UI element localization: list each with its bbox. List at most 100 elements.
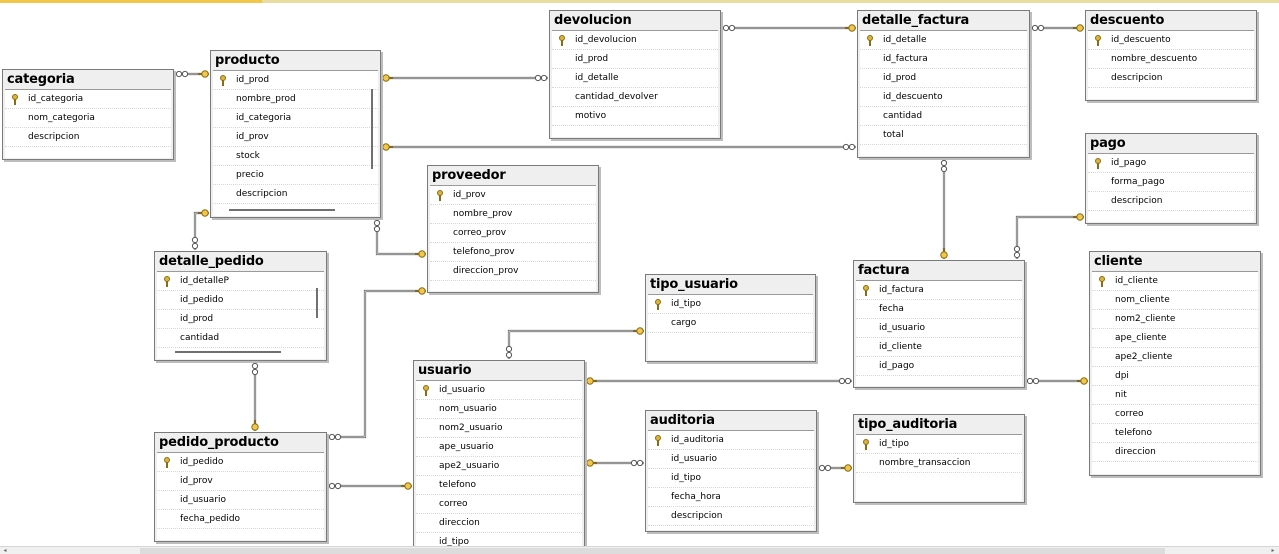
- column-row[interactable]: cantidad_devolver: [552, 88, 718, 107]
- column-row[interactable]: id_descuento: [860, 88, 1027, 107]
- column-row[interactable]: id_prod: [157, 310, 324, 329]
- column-row[interactable]: id_factura: [856, 281, 1022, 300]
- column-row[interactable]: descripcion: [1088, 69, 1254, 88]
- column-name: descripcion: [1111, 73, 1163, 83]
- column-row[interactable]: nom2_cliente: [1092, 310, 1258, 329]
- column-row[interactable]: nombre_transaccion: [856, 454, 1022, 473]
- column-row[interactable]: ape2_usuario: [416, 457, 582, 476]
- column-row[interactable]: id_tipo: [856, 435, 1022, 454]
- column-row[interactable]: ape_cliente: [1092, 329, 1258, 348]
- vertical-scroll-indicator[interactable]: [371, 89, 373, 169]
- column-row[interactable]: direccion_prov: [430, 262, 596, 281]
- column-row[interactable]: descripcion: [5, 128, 171, 147]
- column-row[interactable]: id_tipo: [648, 295, 813, 314]
- column-row[interactable]: nom_usuario: [416, 400, 582, 419]
- column-name: nom_cliente: [1115, 295, 1170, 305]
- column-row[interactable]: direccion: [416, 514, 582, 533]
- column-row[interactable]: total: [860, 126, 1027, 145]
- column-row[interactable]: id_prov: [430, 186, 596, 205]
- scroll-left-icon[interactable]: ◂: [3, 547, 7, 554]
- column-row[interactable]: descripcion: [1088, 192, 1254, 211]
- column-row[interactable]: fecha: [856, 300, 1022, 319]
- column-row[interactable]: cantidad: [860, 107, 1027, 126]
- column-row[interactable]: id_usuario: [648, 450, 814, 469]
- column-row[interactable]: correo: [1092, 405, 1258, 424]
- column-row[interactable]: motivo: [552, 107, 718, 126]
- column-row[interactable]: id_categoria: [5, 90, 171, 109]
- column-row[interactable]: dpi: [1092, 367, 1258, 386]
- column-row[interactable]: id_pedido: [157, 453, 324, 472]
- column-row[interactable]: nom_categoria: [5, 109, 171, 128]
- column-row[interactable]: id_cliente: [856, 338, 1022, 357]
- scroll-thumb[interactable]: [140, 548, 1165, 554]
- column-row[interactable]: id_usuario: [157, 491, 324, 510]
- column-row[interactable]: nombre_prov: [430, 205, 596, 224]
- column-row[interactable]: direccion: [1092, 443, 1258, 462]
- column-row[interactable]: cantidad: [157, 329, 324, 348]
- column-row[interactable]: nombre_descuento: [1088, 50, 1254, 69]
- column-row[interactable]: descripcion: [213, 185, 378, 204]
- column-row[interactable]: forma_pago: [1088, 173, 1254, 192]
- horizontal-scroll-indicator[interactable]: [175, 351, 281, 353]
- column-row[interactable]: descripcion: [648, 507, 814, 526]
- column-row[interactable]: id_prov: [213, 128, 378, 147]
- column-row[interactable]: id_factura: [860, 50, 1027, 69]
- column-row[interactable]: stock: [213, 147, 378, 166]
- column-row[interactable]: cargo: [648, 314, 813, 333]
- column-row[interactable]: id_detalle: [552, 69, 718, 88]
- column-row[interactable]: ape2_cliente: [1092, 348, 1258, 367]
- column-row[interactable]: fecha_pedido: [157, 510, 324, 529]
- column-row[interactable]: id_prod: [552, 50, 718, 69]
- column-row[interactable]: id_pago: [1088, 154, 1254, 173]
- column-row[interactable]: id_pedido: [157, 291, 324, 310]
- column-row[interactable]: id_pago: [856, 357, 1022, 376]
- horizontal-scrollbar[interactable]: ◂ ▸: [0, 546, 1279, 554]
- column-row[interactable]: id_usuario: [416, 381, 582, 400]
- column-row[interactable]: nit: [1092, 386, 1258, 405]
- column-row[interactable]: id_detalleP: [157, 272, 324, 291]
- column-row[interactable]: precio: [213, 166, 378, 185]
- column-row[interactable]: correo: [416, 495, 582, 514]
- column-row[interactable]: id_prod: [213, 71, 378, 90]
- relationship-line-producto-proveedor: [375, 219, 426, 256]
- column-row[interactable]: id_descuento: [1088, 31, 1254, 50]
- column-row[interactable]: id_prod: [860, 69, 1027, 88]
- column-row[interactable]: id_cliente: [1092, 272, 1258, 291]
- column-row[interactable]: id_auditoria: [648, 431, 814, 450]
- scroll-right-icon[interactable]: ▸: [1271, 547, 1275, 554]
- vertical-scroll-indicator[interactable]: [316, 288, 318, 318]
- column-row[interactable]: ape_usuario: [416, 438, 582, 457]
- column-row[interactable]: telefono: [416, 476, 582, 495]
- column-row[interactable]: telefono_prov: [430, 243, 596, 262]
- horizontal-scroll-indicator[interactable]: [229, 209, 335, 211]
- column-row[interactable]: id_devolucion: [552, 31, 718, 50]
- column-row[interactable]: nombre_prod: [213, 90, 378, 109]
- many-end-infinity-icon: [505, 345, 513, 359]
- column-row[interactable]: telefono: [1092, 424, 1258, 443]
- column-row[interactable]: id_prov: [157, 472, 324, 491]
- column-name: correo_prov: [453, 228, 507, 238]
- column-row[interactable]: fecha_hora: [648, 488, 814, 507]
- column-row[interactable]: nom_cliente: [1092, 291, 1258, 310]
- column-row[interactable]: id_categoria: [213, 109, 378, 128]
- column-row[interactable]: id_tipo: [648, 469, 814, 488]
- column-row[interactable]: nom2_usuario: [416, 419, 582, 438]
- column-row[interactable]: id_usuario: [856, 319, 1022, 338]
- column-row[interactable]: id_detalle: [860, 31, 1027, 50]
- column-row[interactable]: correo_prov: [430, 224, 596, 243]
